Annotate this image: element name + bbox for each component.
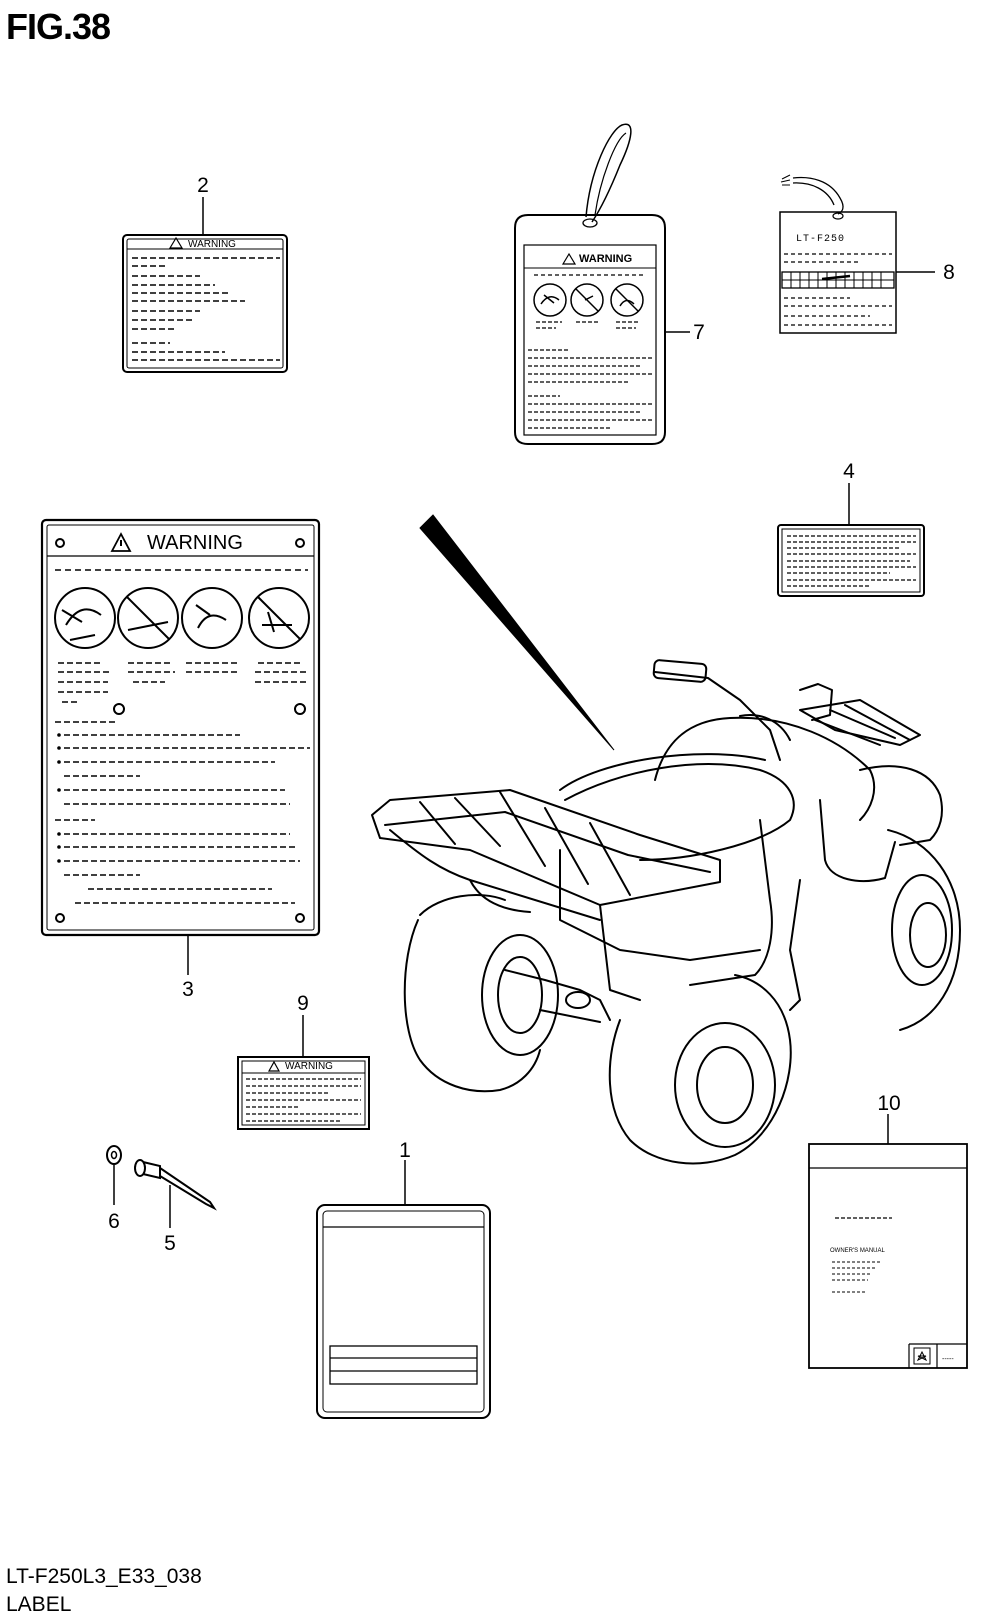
figure-title: FIG.38 <box>6 6 111 47</box>
label-7-warning-text: WARNING <box>579 253 632 265</box>
manual-heading: OWNER'S MANUAL <box>830 1248 885 1254</box>
label-7-hang-tag: WARNING <box>514 123 690 445</box>
label-2-warning: WARNING <box>122 197 288 373</box>
item-10-owners-manual: OWNER'S MANUAL ----- <box>808 1114 968 1369</box>
callout-4: 4 <box>843 460 855 483</box>
label-1 <box>316 1160 491 1419</box>
callout-10: 10 <box>877 1092 900 1115</box>
diagram-caption: LABEL <box>6 1593 72 1616</box>
label-3-large-warning: WARNING <box>40 518 321 975</box>
part-6-washer <box>106 1145 122 1205</box>
label-9-warning-text: WARNING <box>285 1061 333 1072</box>
callout-3: 3 <box>182 978 194 1001</box>
atv-outline <box>371 659 961 1165</box>
callout-7: 7 <box>693 321 705 344</box>
manual-trailer: ----- <box>942 1356 954 1363</box>
callout-2: 2 <box>197 174 209 197</box>
suzuki-logo-icon <box>913 1347 931 1365</box>
label-3-warning-text: WARNING <box>147 532 243 554</box>
label-2-warning-text: WARNING <box>188 239 236 250</box>
label-8-model-text: LT-F250 <box>796 234 845 245</box>
callout-6: 6 <box>108 1210 120 1233</box>
callout-5: 5 <box>164 1232 176 1255</box>
part-5-rivet <box>134 1159 217 1228</box>
label-4 <box>777 483 925 597</box>
label-9-warning: WARNING <box>237 1015 370 1130</box>
diagram-code: LT-F250L3_E33_038 <box>6 1565 202 1588</box>
leader-arrow <box>419 514 615 751</box>
callout-8: 8 <box>943 261 955 284</box>
label-8-model-tag: LT-F250 <box>779 174 935 334</box>
callout-1: 1 <box>399 1139 411 1162</box>
callout-9: 9 <box>297 992 309 1015</box>
